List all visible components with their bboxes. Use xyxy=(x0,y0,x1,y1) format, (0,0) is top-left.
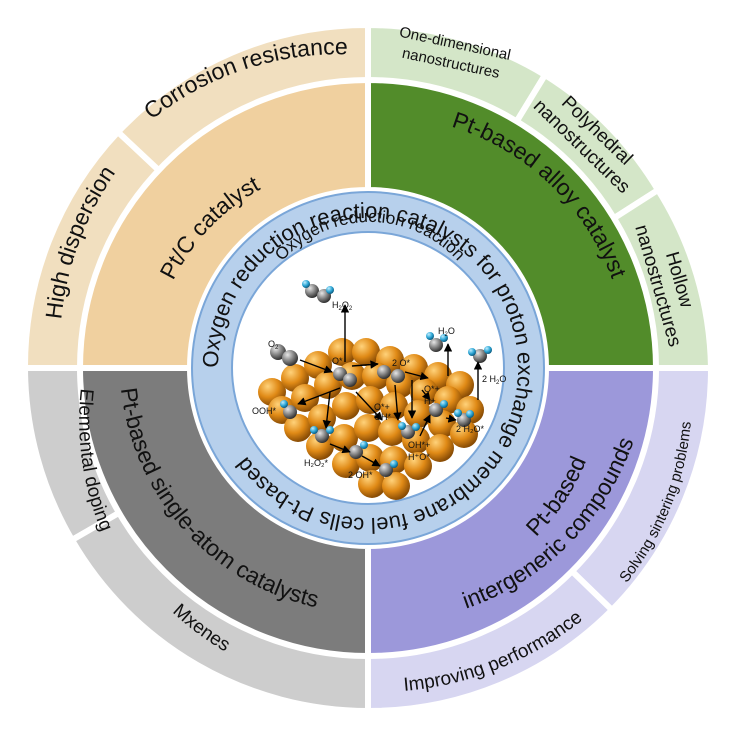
label-oh-plus: OH*+ xyxy=(408,440,430,450)
molecule-o2 xyxy=(270,344,298,366)
label-o2: O2 xyxy=(268,339,279,351)
molecule-h2o2 xyxy=(302,280,334,303)
mid-sector-single-atom xyxy=(76,365,371,660)
label-o-star-plus: O*+ xyxy=(374,402,390,412)
orr-illustration: O2 H2O2 H2O 2 H2O O* 2 O* O*+ H+ OOH* O*… xyxy=(252,280,506,500)
label-oh-star: OH* xyxy=(374,412,392,422)
label-2h2o-right: 2 H2O xyxy=(482,374,506,386)
label-h2o-top: H2O xyxy=(438,326,455,338)
molecule-h2o-top xyxy=(426,332,448,352)
mid-sector-intergeneric xyxy=(365,365,660,660)
label-h-plus: H+ xyxy=(424,396,436,406)
label-2oh-star: 2 OH* xyxy=(348,470,373,480)
label-o-plus: O*+ xyxy=(424,384,440,394)
middle-ring xyxy=(76,76,660,660)
label-2h2o-star: 2 H₂O* xyxy=(456,424,484,434)
reaction-arrows xyxy=(297,304,483,467)
label-2o-star: 2 O* xyxy=(392,358,411,368)
adsorbates xyxy=(280,365,474,477)
label-o-star-1: O* xyxy=(332,356,343,366)
label-h2o2-top: H2O2 xyxy=(332,300,353,312)
label-h2o2-star: H₂O₂* xyxy=(304,458,328,468)
mid-sector-pc-catalyst xyxy=(76,76,371,371)
species-labels: O2 H2O2 H2O 2 H2O O* 2 O* O*+ H+ OOH* O*… xyxy=(252,300,506,480)
mid-sector-alloy xyxy=(365,76,660,371)
label-ooh-star: OOH* xyxy=(252,406,277,416)
molecule-h2o-right xyxy=(468,346,492,363)
label-h-plus-o: H⁺O* xyxy=(408,452,430,462)
